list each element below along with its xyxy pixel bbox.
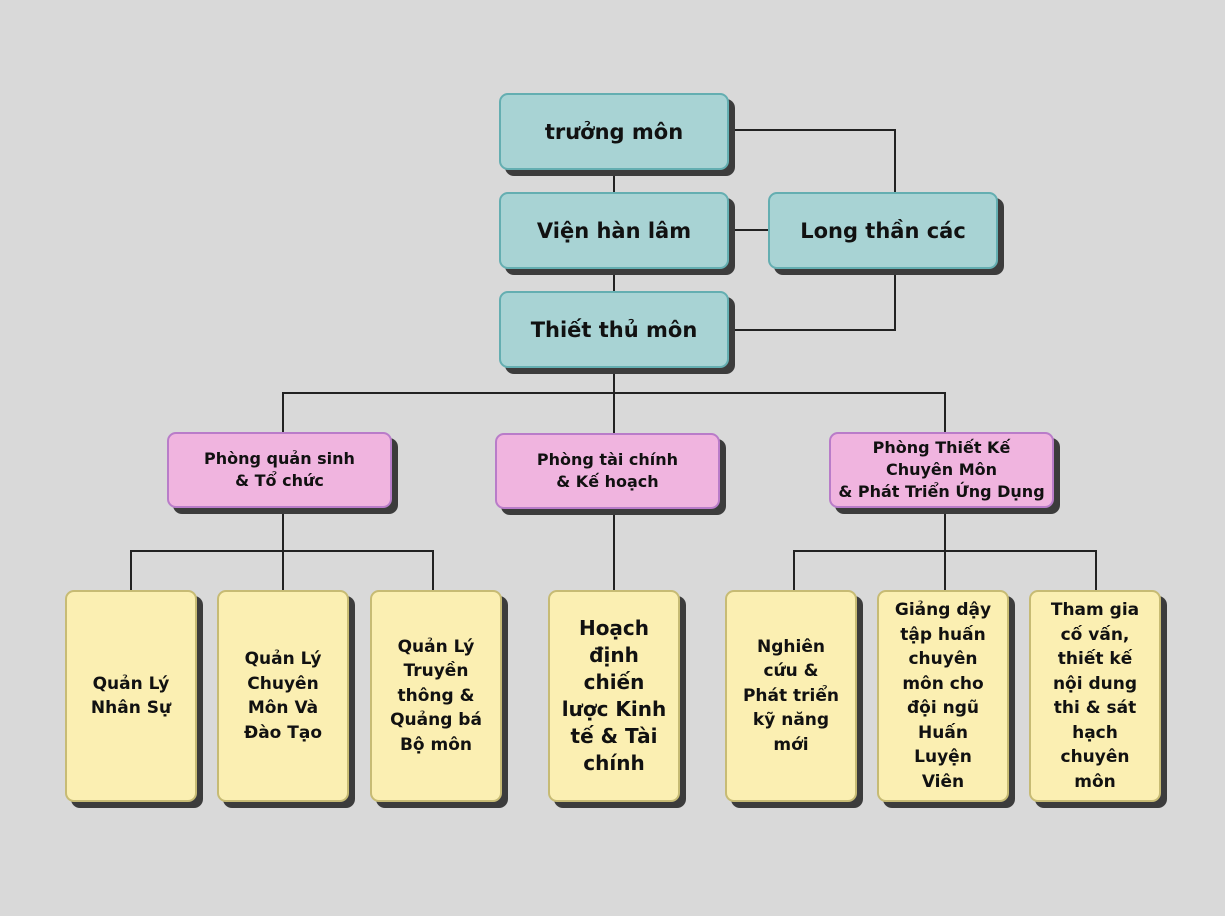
connector-line (944, 392, 946, 434)
connector-line (728, 229, 770, 231)
node-phong-tai-chinh: Phòng tài chính & Kế hoạch (495, 433, 720, 509)
connector-line (894, 269, 896, 331)
connector-line (130, 550, 132, 592)
node-truong-mon: trưởng môn (499, 93, 729, 170)
connector-line (793, 550, 1097, 552)
node-nghien-cuu-phat-trien: Nghiên cứu & Phát triển kỹ năng mới (725, 590, 857, 802)
node-giang-day-tap-huan: Giảng dậy tập huấn chuyên môn cho đội ng… (877, 590, 1009, 802)
node-quan-ly-chuyen-mon: Quản Lý Chuyên Môn Và Đào Tạo (217, 590, 349, 802)
connector-line (613, 509, 615, 592)
connector-line (793, 550, 795, 592)
connector-line (1095, 550, 1097, 592)
node-quan-ly-nhan-su: Quản Lý Nhân Sự (65, 590, 197, 802)
node-thiet-thu-mon: Thiết thủ môn (499, 291, 729, 368)
node-quan-ly-truyen-thong: Quản Lý Truyền thông & Quảng bá Bộ môn (370, 590, 502, 802)
node-phong-quan-sinh: Phòng quản sinh & Tổ chức (167, 432, 392, 508)
node-vien-han-lam: Viện hàn lâm (499, 192, 729, 269)
connector-line (282, 392, 284, 434)
connector-line (432, 550, 434, 592)
node-long-than-cac: Long thần các (768, 192, 998, 269)
node-hoach-dinh-chien-luoc: Hoạch định chiến lược Kinh tế & Tài chín… (548, 590, 680, 802)
node-tham-gia-co-van: Tham gia cố vấn, thiết kế nội dung thi &… (1029, 590, 1161, 802)
connector-line (282, 392, 946, 394)
connector-line (894, 129, 896, 194)
connector-line (613, 269, 615, 293)
connector-line (728, 129, 896, 131)
connector-line (728, 329, 896, 331)
node-phong-thiet-ke: Phòng Thiết Kế Chuyên Môn & Phát Triển Ứ… (829, 432, 1054, 508)
connector-line (613, 368, 615, 435)
connector-line (613, 170, 615, 194)
connector-line (130, 550, 434, 552)
